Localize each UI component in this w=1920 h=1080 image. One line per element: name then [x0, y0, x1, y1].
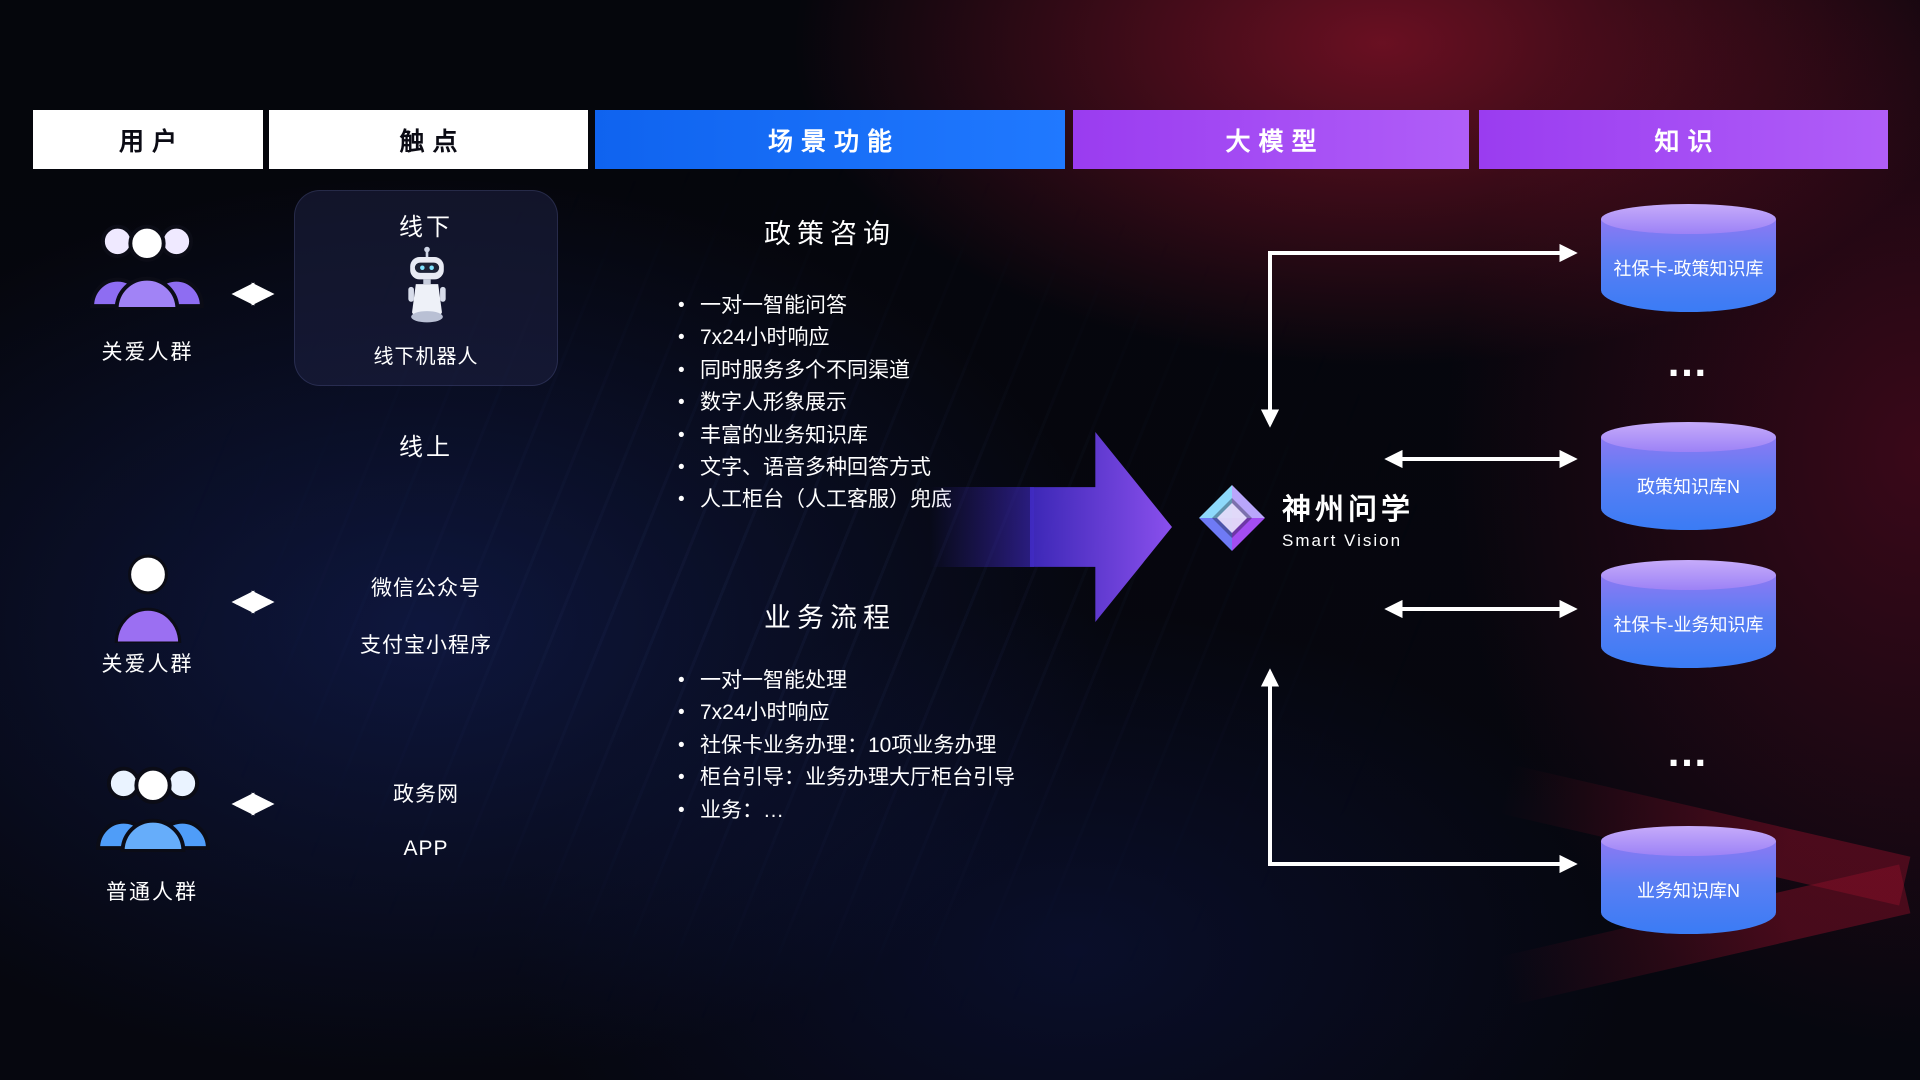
list-item: 丰富的业务知识库: [678, 420, 1098, 453]
offline-title: 线下: [399, 214, 453, 241]
model-subtitle: Smart Vision: [1282, 530, 1403, 550]
database-cylinder-icon: [1601, 560, 1776, 590]
offline-robot-label: 线下机器人: [373, 346, 479, 368]
kb-label: 社保卡-业务知识库: [1613, 614, 1764, 635]
channel-gov-web: 政务网: [393, 783, 459, 806]
list-item: 一对一智能处理: [678, 665, 1098, 698]
list-item: 人工柜台（人工客服）兜底: [678, 484, 1098, 517]
database-cylinder-icon: [1601, 575, 1776, 668]
kb-policy-social-card: 社保卡-政策知识库: [1601, 204, 1776, 312]
database-cylinder-icon: [1601, 204, 1776, 234]
list-item: 业务：…: [678, 795, 1098, 828]
database-cylinder-icon: [1601, 422, 1776, 452]
list-item: 7x24小时响应: [678, 322, 1098, 355]
robot-icon: [408, 246, 446, 323]
list-item: 数字人形象展示: [678, 387, 1098, 420]
database-cylinder-icon: [1601, 841, 1776, 934]
policy-feature-list: 一对一智能问答 7x24小时响应 同时服务多个不同渠道 数字人形象展示 丰富的业…: [678, 290, 1098, 517]
ellipsis-more-kb: …: [1666, 728, 1711, 775]
user-group2-label: 普通人群: [106, 881, 198, 904]
user-single-purple-icon: [114, 554, 182, 643]
diamond-logo-icon: [1199, 485, 1265, 551]
column-header-model: 大模型: [1073, 110, 1469, 169]
user-group-blue-icon: [96, 766, 210, 852]
channel-app: APP: [403, 837, 449, 860]
policy-section-title: 政策咨询: [764, 219, 896, 249]
ellipsis-more-kb: …: [1666, 338, 1711, 385]
user-group-label: 关爱人群: [101, 341, 194, 364]
business-feature-list: 一对一智能处理 7x24小时响应 社保卡业务办理：10项业务办理 柜台引导：业务…: [678, 665, 1098, 827]
offline-touchpoint-card: 线下 线下机器人: [294, 190, 558, 386]
channel-wechat: 微信公众号: [371, 577, 481, 600]
channel-alipay: 支付宝小程序: [360, 634, 492, 657]
column-header-touchpoints: 触点: [269, 110, 588, 169]
list-item: 社保卡业务办理：10项业务办理: [678, 730, 1098, 763]
list-item: 一对一智能问答: [678, 290, 1098, 323]
column-header-knowledge: 知识: [1479, 110, 1888, 169]
list-item: 同时服务多个不同渠道: [678, 355, 1098, 388]
model-logo: 神州问学 Smart Vision: [1196, 482, 1414, 554]
model-name: 神州问学: [1282, 493, 1415, 526]
user-single-label: 关爱人群: [101, 653, 194, 676]
kb-label: 业务知识库N: [1637, 880, 1740, 901]
list-item: 文字、语音多种回答方式: [678, 452, 1098, 485]
business-section-title: 业务流程: [764, 603, 896, 633]
database-cylinder-icon: [1601, 437, 1776, 530]
database-cylinder-icon: [1601, 826, 1776, 856]
user-group-purple-icon: [90, 224, 204, 310]
kb-policy-n-card: 政策知识库N: [1601, 422, 1776, 530]
model-logo-text: 神州问学 Smart Vision: [1282, 486, 1414, 551]
kb-business-n-card: 业务知识库N: [1601, 826, 1776, 934]
column-header-scenarios: 场景功能: [595, 110, 1065, 169]
kb-label: 政策知识库N: [1637, 476, 1740, 497]
online-title: 线上: [399, 434, 453, 461]
column-header-users: 用户: [33, 110, 263, 169]
kb-business-social-card: 社保卡-业务知识库: [1601, 560, 1776, 668]
list-item: 7x24小时响应: [678, 697, 1098, 730]
list-item: 柜台引导：业务办理大厅柜台引导: [678, 762, 1098, 795]
database-cylinder-icon: [1601, 219, 1776, 312]
flow-arrow-tail: [930, 487, 1034, 567]
kb-label: 社保卡-政策知识库: [1613, 258, 1764, 279]
